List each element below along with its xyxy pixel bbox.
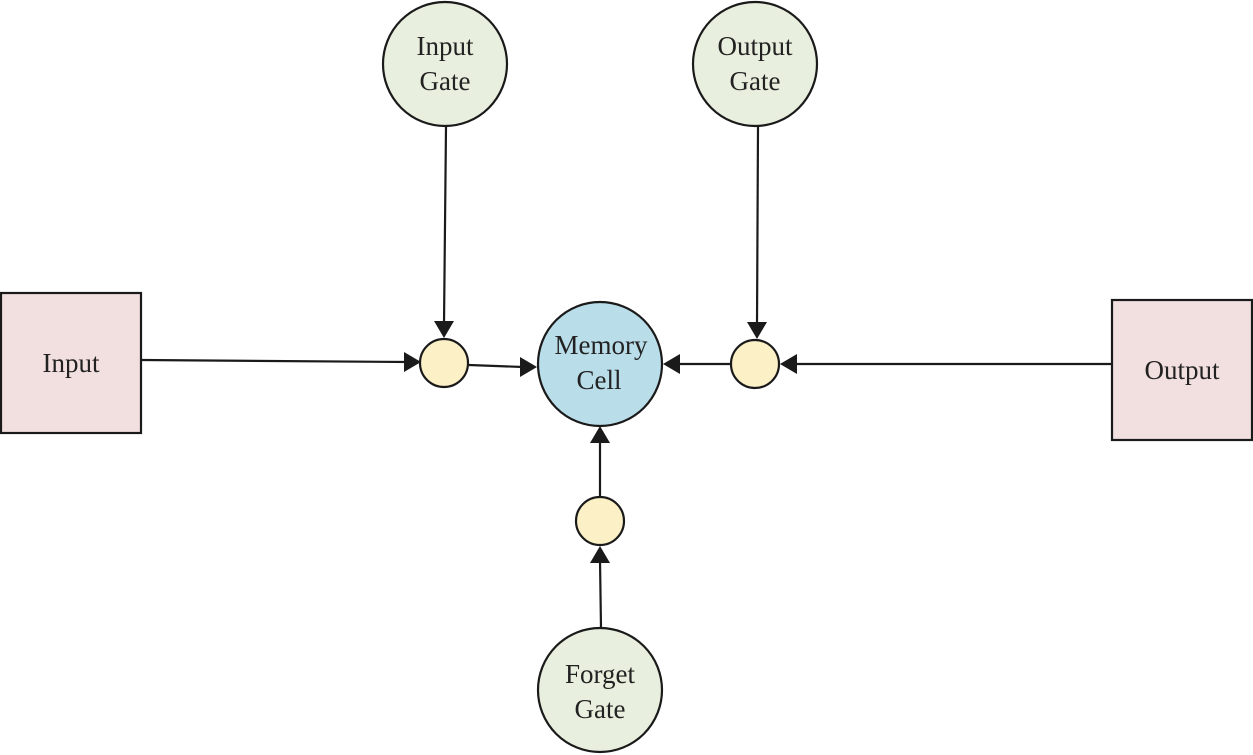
input-multiplier-junction <box>418 337 470 389</box>
edge-output-gate-to-output-multiplier <box>747 126 767 339</box>
memory-cell-node: Memory Cell <box>536 300 664 428</box>
output-gate-circle <box>691 0 819 128</box>
edge-output-multiplier-to-memory-cell <box>663 354 731 374</box>
memory-cell-label-line1: Memory <box>555 330 648 360</box>
forget-gate-node: Forget Gate <box>536 626 664 754</box>
edge-output-to-output-multiplier <box>780 354 1111 374</box>
input-label: Input <box>43 348 100 378</box>
input-box <box>0 291 143 435</box>
memory-cell-label-line2: Cell <box>577 365 622 395</box>
forget-gate-circle <box>536 626 664 754</box>
edge-forget-multiplier-to-memory-cell <box>590 426 610 497</box>
edge-forget-gate-to-forget-multiplier <box>590 546 610 629</box>
forget-multiplier-junction <box>574 495 626 547</box>
input-gate-circle <box>381 0 509 128</box>
output-gate-label-line1: Output <box>717 31 793 61</box>
output-label: Output <box>1144 355 1220 385</box>
output-multiplier-junction <box>729 338 781 390</box>
edge-input-to-input-multiplier <box>141 352 421 372</box>
output-gate-node: Output Gate <box>691 0 819 128</box>
output-gate-label-line2: Gate <box>730 66 781 96</box>
input-gate-node: Input Gate <box>381 0 509 128</box>
forget-gate-label-line1: Forget <box>565 659 636 689</box>
edge-input-gate-to-input-multiplier <box>434 126 454 338</box>
output-box <box>1110 298 1253 442</box>
input-node: Input <box>0 291 143 435</box>
output-node: Output <box>1110 298 1253 442</box>
memory-cell-circle <box>536 300 664 428</box>
input-gate-label-line2: Gate <box>420 66 471 96</box>
input-gate-label-line1: Input <box>417 31 474 61</box>
forget-gate-label-line2: Gate <box>575 694 626 724</box>
edge-input-multiplier-to-memory-cell <box>468 357 537 377</box>
